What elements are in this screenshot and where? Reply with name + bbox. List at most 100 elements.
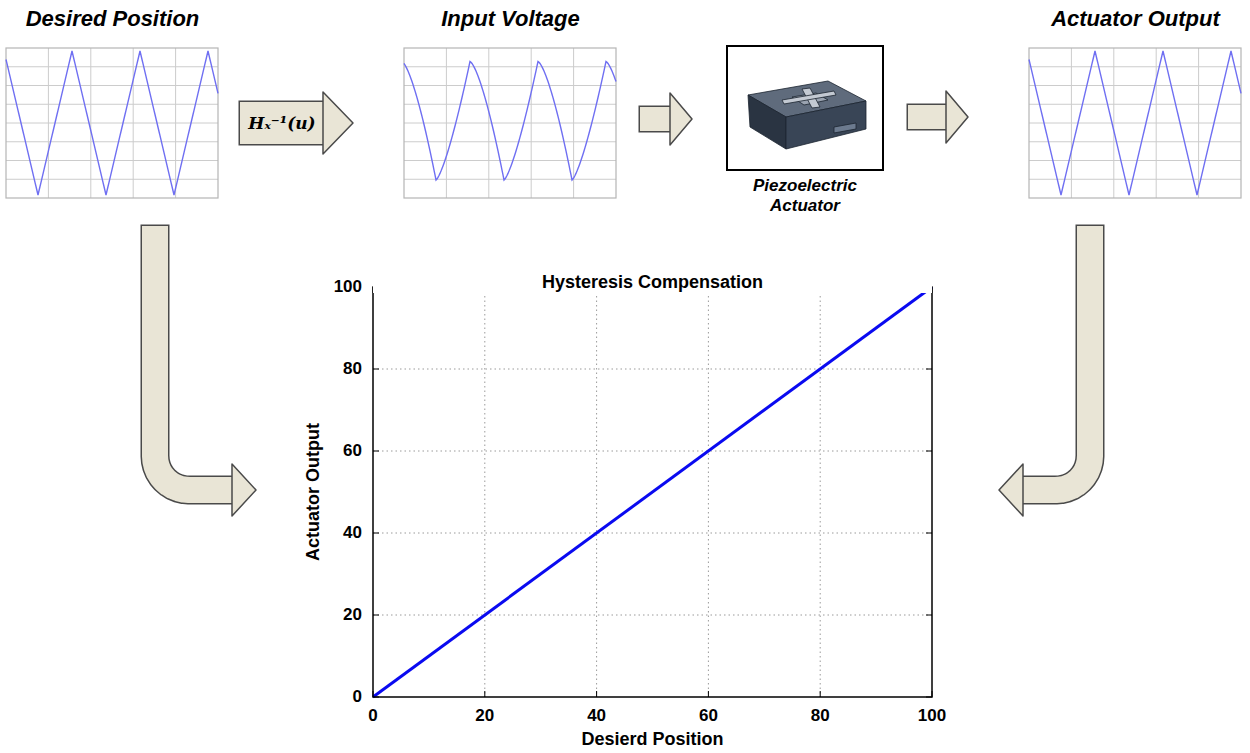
grid-line <box>1029 160 1241 161</box>
tick-mark <box>926 369 932 370</box>
tick-mark <box>926 615 932 616</box>
device-frame <box>727 46 883 170</box>
tick-label: 0 <box>368 706 377 726</box>
grid-line <box>1029 123 1241 124</box>
grid-line <box>373 615 932 616</box>
grid-line <box>1029 104 1241 105</box>
grid-line <box>1029 85 1241 86</box>
block-arrow <box>907 91 969 143</box>
grid-line <box>6 123 218 124</box>
transfer-function: Hₓ⁻¹(u) <box>246 113 317 133</box>
axis-label: Actuator Output <box>303 423 324 561</box>
panel-frame <box>404 48 616 198</box>
tick-mark <box>373 369 379 370</box>
block-arrow <box>999 225 1090 517</box>
grid-line <box>1029 179 1241 180</box>
arrow-outline <box>907 104 948 131</box>
tick-mark <box>926 451 932 452</box>
tick-label: 100 <box>334 277 362 297</box>
tick-label: 80 <box>343 359 362 379</box>
tick-label: 40 <box>587 706 606 726</box>
arrow-head <box>670 93 692 145</box>
wave-art <box>403 2 618 202</box>
grid-line <box>708 287 709 697</box>
tick-label: 0 <box>353 687 362 707</box>
grid-line <box>6 85 218 86</box>
tick-label: 100 <box>918 706 946 726</box>
grid-line <box>484 287 485 697</box>
tick-label: 80 <box>811 706 830 726</box>
grid-line <box>6 66 218 67</box>
arrow-outline <box>639 106 672 133</box>
waveform-plot <box>6 48 218 198</box>
arrow-body <box>155 226 233 490</box>
arrow-outline <box>239 101 325 146</box>
chart-title: Hysteresis Compensation <box>373 273 932 293</box>
tick-label: 60 <box>699 706 718 726</box>
waveform-plot <box>1029 48 1241 198</box>
device-label: Piezoelectric Actuator <box>730 176 880 217</box>
panel-heading: Desired Position <box>5 4 220 34</box>
waveform <box>404 62 616 181</box>
tick-label: 60 <box>343 441 362 461</box>
signal-panel: Input Voltage <box>403 2 618 202</box>
arrow-outline <box>1022 225 1090 491</box>
stage-badge <box>834 123 856 133</box>
grid-line <box>1029 66 1241 67</box>
tick-mark <box>373 533 379 534</box>
panel-frame <box>1029 48 1241 198</box>
actuator-box: Piezoelectric Actuator <box>722 45 888 227</box>
arrow-head <box>232 464 256 516</box>
tick-mark <box>373 615 379 616</box>
arrow-outline <box>155 225 233 491</box>
grid-line <box>6 179 218 180</box>
wave-art <box>1028 2 1243 202</box>
waveform <box>1029 51 1241 195</box>
grid-line <box>404 141 616 142</box>
block-arrow <box>155 225 256 517</box>
signal-panel: Desired Position <box>5 2 220 202</box>
tick-label: 20 <box>343 605 362 625</box>
arrow-body <box>908 105 947 129</box>
axis-label: Desierd Position <box>581 729 723 750</box>
grid-line <box>373 533 932 534</box>
panel-heading: Input Voltage <box>403 4 618 34</box>
grid-line <box>373 451 932 452</box>
grid-line <box>404 104 616 105</box>
arrow-body <box>240 102 324 144</box>
grid-line <box>404 123 616 124</box>
arrow-head <box>323 92 353 154</box>
waveform <box>6 51 218 195</box>
arrow-head <box>999 464 1023 516</box>
block-arrow <box>639 93 693 145</box>
panel-frame <box>6 48 218 198</box>
tick-mark <box>926 533 932 534</box>
grid-line <box>820 287 821 697</box>
wave-art <box>5 2 220 202</box>
stage-side <box>748 95 786 149</box>
tick-mark <box>484 691 485 697</box>
tick-label: 20 <box>475 706 494 726</box>
plot-frame <box>373 287 932 697</box>
grid-line <box>6 160 218 161</box>
tick-label: 40 <box>343 523 362 543</box>
grid-line <box>404 66 616 67</box>
arrow-body <box>640 107 671 131</box>
stage-front <box>786 101 866 149</box>
grid-line <box>596 287 597 697</box>
chart-plot <box>373 287 932 697</box>
grid-line <box>373 369 932 370</box>
chart-panel: Hysteresis Compensation <box>270 262 985 750</box>
signal-panel: Actuator Output <box>1028 2 1243 202</box>
waveform-plot <box>404 48 616 198</box>
tick-mark <box>373 451 379 452</box>
grid-line <box>6 104 218 105</box>
data-line <box>373 287 932 697</box>
grid-line <box>404 160 616 161</box>
grid-line <box>404 85 616 86</box>
arrow-head <box>946 91 968 143</box>
arrow-body <box>1022 226 1090 490</box>
tick-mark <box>596 691 597 697</box>
block-arrow <box>239 92 354 154</box>
